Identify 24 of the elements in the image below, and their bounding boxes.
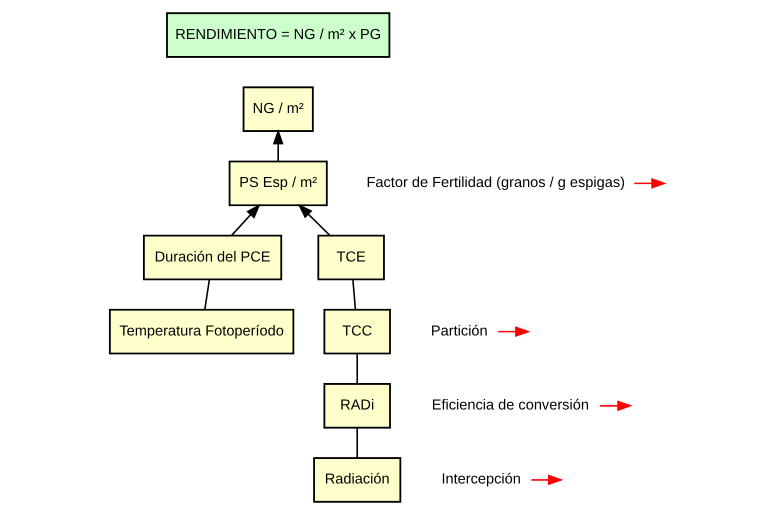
- node-box: TCC: [322, 308, 390, 354]
- node-box: Temperatura Fotoperíodo: [108, 308, 294, 354]
- arrow: [297, 204, 330, 236]
- node-box: RADi: [322, 383, 390, 429]
- arrow: [498, 326, 530, 337]
- arrow: [272, 128, 284, 162]
- arrow: [634, 178, 666, 189]
- connector: [352, 280, 356, 310]
- connector: [204, 280, 210, 310]
- node-box: NG / m²: [242, 86, 314, 132]
- node-box: RENDIMIENTO = NG / m² x PG: [166, 12, 390, 58]
- node-text: Factor de Fertilidad (granos / g espigas): [366, 175, 624, 192]
- connector: [356, 354, 358, 384]
- node-text: Eficiencia de conversión: [431, 398, 588, 414]
- node-text: Partición: [430, 323, 488, 340]
- node-box: Duración del PCE: [142, 234, 282, 280]
- arrow: [230, 204, 260, 236]
- connector: [356, 428, 358, 458]
- node-box: Radiación: [312, 457, 401, 503]
- arrow: [530, 474, 563, 486]
- node-box: PS Esp / m²: [228, 160, 328, 206]
- arrow: [600, 400, 632, 412]
- node-text: Intercepción: [440, 472, 520, 488]
- node-box: TCE: [316, 234, 384, 280]
